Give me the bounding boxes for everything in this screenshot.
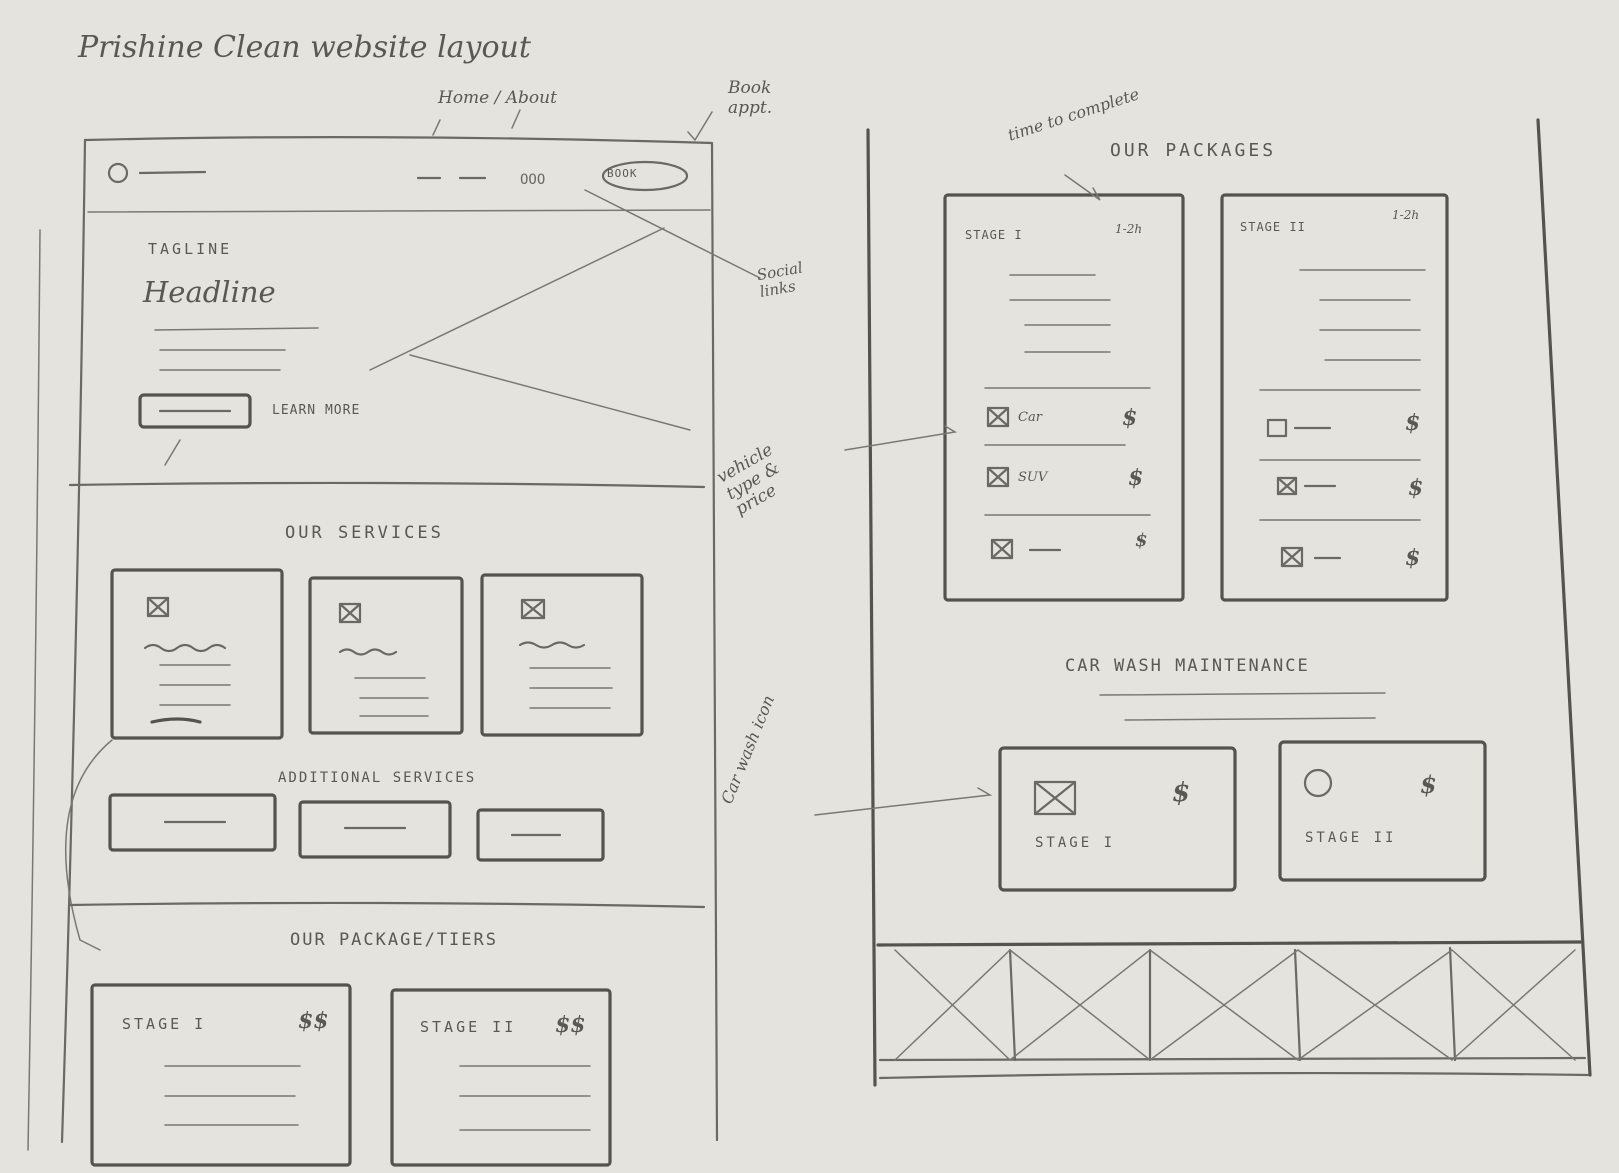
package-card-2-row-2-price: $ (1408, 475, 1424, 501)
hero-section (68, 227, 706, 489)
sketch-title: Prishine Clean website layout (78, 30, 531, 65)
package-card-1-label: STAGE I (965, 228, 1023, 242)
packages-tiers-heading: OUR PACKAGE/TIERS (290, 930, 498, 950)
note-nav-links: Home / About (438, 88, 557, 108)
annotation-arrows (164, 109, 1101, 816)
maintenance-card-2-label: STAGE II (1305, 830, 1397, 846)
package-cards (943, 193, 1449, 602)
learn-more-label: LEARN MORE (272, 403, 361, 418)
package-card-1-row-2-price: $ (1128, 465, 1144, 491)
footer-image-strip (876, 940, 1587, 1062)
additional-services-heading: ADDITIONAL SERVICES (278, 770, 477, 786)
package-card-2-label: STAGE II (1240, 220, 1306, 234)
social-links-icons: OOO (520, 172, 545, 188)
hero-tagline: TAGLINE (148, 240, 233, 258)
left-nav-bar: OOO (107, 160, 689, 192)
nav-book-button: BOOK (607, 167, 638, 180)
package-card-2-row-1-price: $ (1405, 410, 1421, 436)
tier-card-2-label: STAGE II (420, 1018, 517, 1036)
car-wash-maintenance-heading: CAR WASH MAINTENANCE (1065, 656, 1310, 676)
hero-image-placeholder (369, 227, 665, 371)
tier-card-1-price: $$ (298, 1008, 329, 1034)
tier-cards (90, 983, 612, 1167)
maintenance-card-2-price: $ (1420, 770, 1437, 799)
package-card-1-row-3-price: $ (1135, 530, 1148, 551)
hero-headline: Headline (143, 275, 276, 309)
left-page-frame (27, 136, 719, 1151)
package-card-1-row-1-name: Car (1018, 410, 1042, 425)
maintenance-cards (998, 692, 1487, 892)
maintenance-card-1-label: STAGE I (1035, 835, 1116, 851)
service-image-icons (146, 596, 546, 624)
package-card-2-row-3-price: $ (1405, 545, 1421, 571)
tier-card-1-label: STAGE I (122, 1015, 207, 1033)
book-button-outline (601, 160, 689, 192)
right-page-frame (866, 118, 1592, 1087)
our-packages-heading: OUR PACKAGES (1110, 140, 1277, 161)
services-cards (65, 568, 644, 951)
maintenance-card-1-price: $ (1172, 778, 1191, 808)
our-services-heading: OUR SERVICES (285, 523, 444, 543)
package-card-1-row-2-name: SUV (1018, 470, 1048, 485)
additional-services-cards (68, 793, 706, 909)
vehicle-icons (986, 406, 1342, 568)
package-card-1-row-1-price: $ (1122, 405, 1138, 431)
package-card-2-time: 1-2h (1392, 208, 1420, 222)
package-card-1-time: 1-2h (1115, 222, 1143, 236)
logo-icon (107, 162, 129, 184)
note-book-appt: Book appt. (728, 78, 773, 119)
tier-card-2-price: $$ (555, 1012, 586, 1038)
